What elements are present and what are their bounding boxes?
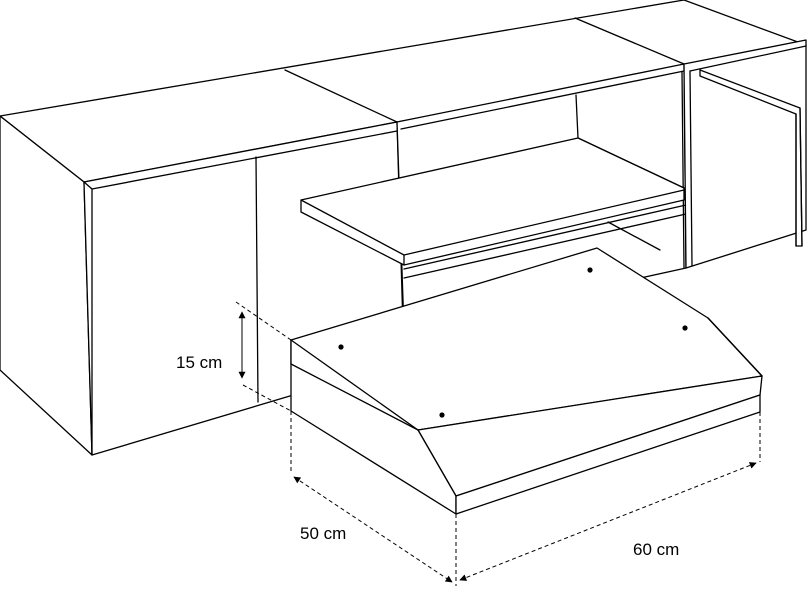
height-label: 15 cm: [176, 353, 222, 372]
dimension-lines: [235, 301, 761, 586]
middle-shelf: [300, 137, 685, 266]
mounting-hole: [338, 344, 344, 350]
right-cabinet-front: [683, 39, 807, 269]
mounting-hole: [587, 267, 593, 273]
width-label: 60 cm: [633, 540, 679, 559]
mounting-hole: [439, 412, 445, 418]
depth-dimension-line: [293, 476, 453, 583]
left-cabinet-door-seam: [255, 156, 259, 403]
mounting-hole: [682, 325, 688, 331]
depth-label: 50 cm: [300, 524, 346, 543]
